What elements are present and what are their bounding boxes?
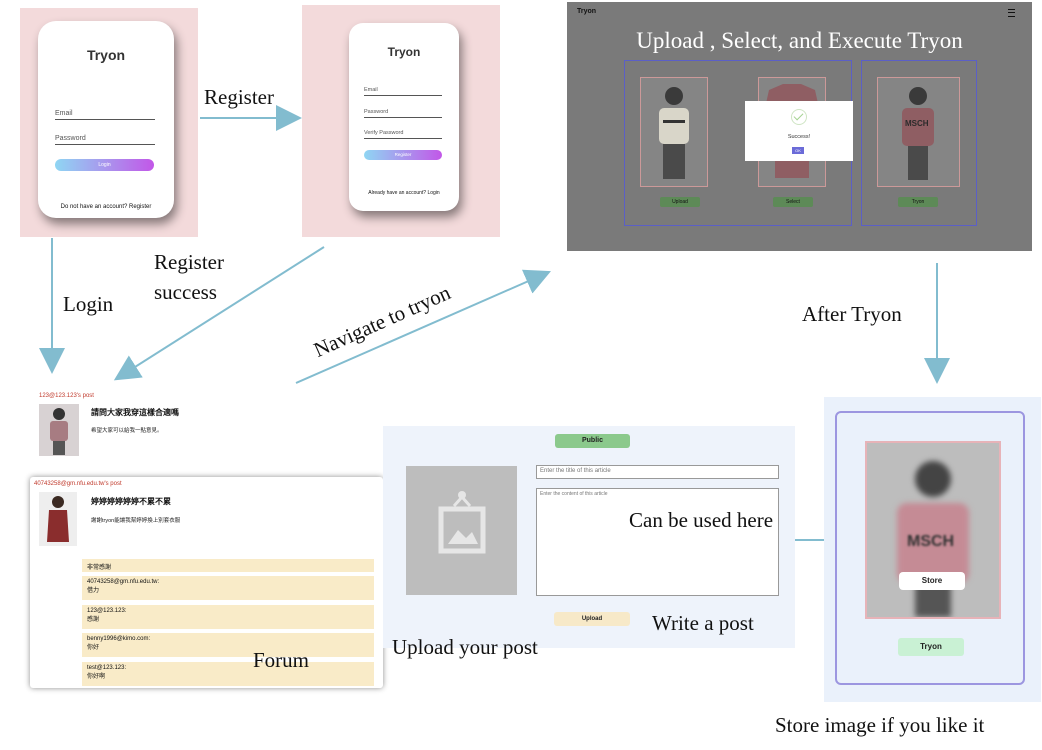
- post1-person-illustration: [50, 408, 68, 455]
- label-register: Register: [204, 85, 274, 109]
- comment: 40743258@gm.nfu.edu.tw: 借力: [82, 576, 374, 600]
- arrow-register-success: [113, 246, 325, 381]
- login-panel: Tryon Email Password Login Do not have a…: [20, 8, 198, 237]
- success-message: Success!: [787, 134, 811, 140]
- success-dialog: Success! OK: [745, 101, 853, 161]
- login-link[interactable]: Already have an account? Login: [368, 190, 440, 196]
- password-field[interactable]: Password: [55, 135, 155, 145]
- upload-post-button[interactable]: Upload: [554, 612, 630, 626]
- comment: 非常感謝: [82, 559, 374, 572]
- label-register-success-1: Register: [154, 250, 224, 274]
- login-button[interactable]: Login: [55, 159, 154, 171]
- label-write-post: Write a post: [652, 611, 754, 635]
- comment-text: 感謝: [87, 617, 100, 623]
- stored-person-illustration: [897, 461, 969, 617]
- hamburger-icon[interactable]: [1008, 9, 1015, 17]
- tryon-heading: Upload , Select, and Execute Tryon: [636, 28, 963, 53]
- result-illustration: [902, 87, 934, 180]
- title-input[interactable]: Enter the title of this article: [536, 465, 779, 479]
- post1-owner: 123@123.123's post: [39, 393, 94, 399]
- arrow-navigate: [295, 269, 551, 384]
- write-post-panel: Public Enter the title of this article E…: [383, 426, 795, 648]
- post1-image: [39, 404, 79, 456]
- stored-image: MSCH: [865, 441, 1001, 619]
- comment: 123@123.123: 感謝: [82, 605, 374, 629]
- email-field[interactable]: Email: [55, 110, 155, 120]
- comment-text: 你好: [87, 645, 100, 651]
- check-icon: [791, 109, 807, 125]
- person-photo: [640, 77, 708, 187]
- select-button[interactable]: Select: [773, 197, 813, 207]
- comment-author: 123@123.123:: [87, 608, 127, 614]
- result-shirt-text: MSCH: [905, 119, 929, 128]
- comment-author: 40743258@gm.nfu.edu.tw:: [87, 579, 160, 585]
- post1-title: 請問大家我穿這樣合適嗎: [91, 408, 179, 417]
- store-button[interactable]: Store: [899, 572, 965, 590]
- login-title: Tryon: [86, 47, 126, 63]
- label-store-if-like: Store image if you like it: [775, 713, 985, 737]
- forum-panel: 123@123.123's post 請問大家我穿這樣合適嗎 希望大家可以給我一…: [21, 392, 383, 688]
- stored-shirt-text: MSCH: [907, 533, 955, 550]
- person-illustration: [659, 87, 689, 179]
- image-placeholder-icon: [438, 491, 486, 554]
- register-email-field[interactable]: Email: [364, 87, 442, 96]
- store-page: MSCH Store Tryon: [824, 397, 1041, 702]
- label-upload-post: Upload your post: [392, 635, 538, 659]
- register-button[interactable]: Register: [364, 150, 442, 160]
- upload-button[interactable]: Upload: [660, 197, 700, 207]
- label-forum: Forum: [253, 648, 310, 672]
- tryon-button[interactable]: Tryon: [898, 197, 938, 207]
- store-frame: [835, 411, 1025, 685]
- label-register-success-2: success: [154, 280, 217, 304]
- post2-owner: 40743258@gm.nfu.edu.tw's post: [34, 481, 122, 487]
- post2-title: 婷婷婷婷婷婷不累不累: [91, 497, 171, 506]
- comment: benny1996@kimo.com: 你好: [82, 633, 374, 657]
- comment: test@123.123: 你好啊: [82, 662, 374, 686]
- post2-person-illustration: [47, 496, 69, 542]
- verify-password-field[interactable]: Verify Password: [364, 130, 442, 139]
- register-link[interactable]: Do not have an account? Register: [60, 204, 152, 210]
- post1-body: 希望大家可以給我一點意見。: [91, 428, 163, 434]
- register-title: Tryon: [387, 45, 421, 59]
- label-after-tryon: After Tryon: [802, 302, 902, 326]
- tryon-brand: Tryon: [577, 8, 597, 15]
- login-card: Tryon Email Password Login Do not have a…: [38, 21, 174, 218]
- post2-body: 謝謝tryon能讓我幫婷婷換上別套衣服: [91, 518, 181, 524]
- result-photo: [877, 77, 960, 187]
- result-box: [861, 60, 977, 226]
- tryon-page: Tryon Upload , Select, and Execute Tryon…: [567, 2, 1032, 251]
- content-textarea[interactable]: Enter the content of this article: [536, 488, 779, 596]
- register-card: Tryon Email Password Verify Password Reg…: [349, 23, 459, 211]
- register-panel: Tryon Email Password Verify Password Reg…: [302, 5, 500, 237]
- public-button[interactable]: Public: [555, 434, 630, 448]
- comment-text: 借力: [87, 588, 100, 594]
- comment-text: 你好啊: [87, 674, 106, 680]
- comment-author: benny1996@kimo.com:: [87, 636, 151, 642]
- register-password-field[interactable]: Password: [364, 109, 442, 118]
- image-placeholder[interactable]: [406, 466, 517, 595]
- comment-author: test@123.123:: [87, 665, 127, 671]
- label-can-be-used: Can be used here: [629, 508, 774, 532]
- post2-image: [39, 492, 77, 546]
- comment-text: 非常感謝: [87, 565, 112, 571]
- ok-button[interactable]: OK: [792, 147, 804, 154]
- label-login: Login: [63, 292, 114, 316]
- store-tryon-button[interactable]: Tryon: [898, 638, 964, 656]
